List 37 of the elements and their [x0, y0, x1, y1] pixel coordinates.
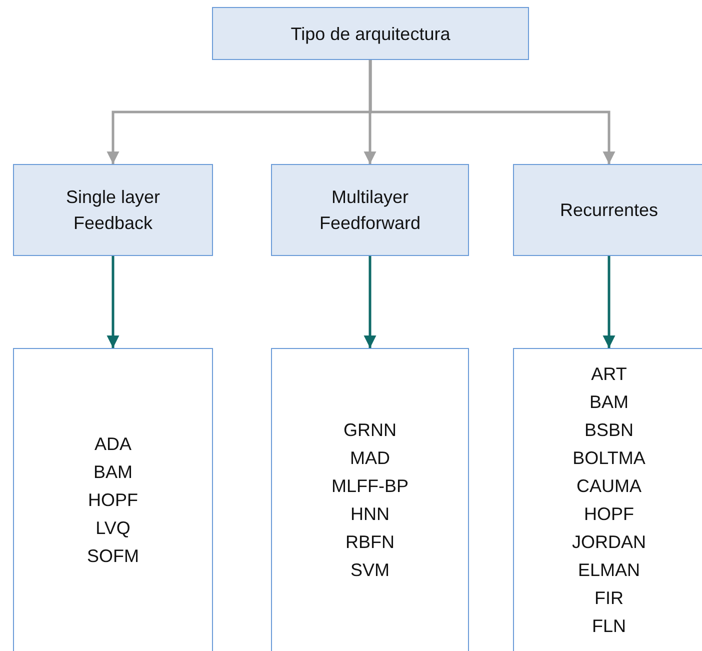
list-item: ART [591, 363, 627, 386]
category-box [271, 164, 469, 256]
list-item: MLFF-BP [331, 475, 408, 498]
list-item: FLN [592, 615, 626, 638]
box-label: Tipo de arquitectura [290, 22, 450, 46]
list-item: BOLTMA [572, 447, 646, 470]
list-item: ADA [94, 433, 132, 456]
list-item: BAM [589, 391, 628, 414]
list-item: CAUMA [576, 475, 642, 498]
box-label: Recurrentes [560, 199, 658, 222]
box-label: Single layer Feedback [64, 186, 162, 235]
arrow [106, 256, 120, 348]
arrow [364, 60, 376, 164]
list-item: JORDAN [572, 531, 646, 554]
list-item: MAD [350, 447, 390, 470]
list-box [13, 348, 213, 651]
list-item: BAM [93, 461, 132, 484]
list-item: BSBN [584, 419, 634, 442]
box-label: Multilayer Feedforward [318, 186, 422, 235]
list-box [513, 348, 702, 651]
arrow [364, 256, 376, 348]
list-item: GRNN [344, 419, 396, 442]
list-item: FIR [594, 587, 624, 610]
list-box [271, 348, 469, 651]
arrow [369, 60, 616, 164]
list-item: SOFM [87, 545, 139, 568]
list-item: RBFN [346, 531, 394, 554]
category-box [212, 7, 529, 60]
arrow [602, 256, 616, 348]
list-item: HOPF [88, 489, 138, 512]
list-item: HNN [350, 503, 390, 526]
list-item: HOPF [584, 503, 634, 526]
list-item: ELMAN [578, 559, 640, 582]
category-box [513, 164, 702, 256]
category-box [13, 164, 213, 256]
list-item: SVM [350, 559, 390, 582]
list-item: LVQ [96, 517, 130, 540]
